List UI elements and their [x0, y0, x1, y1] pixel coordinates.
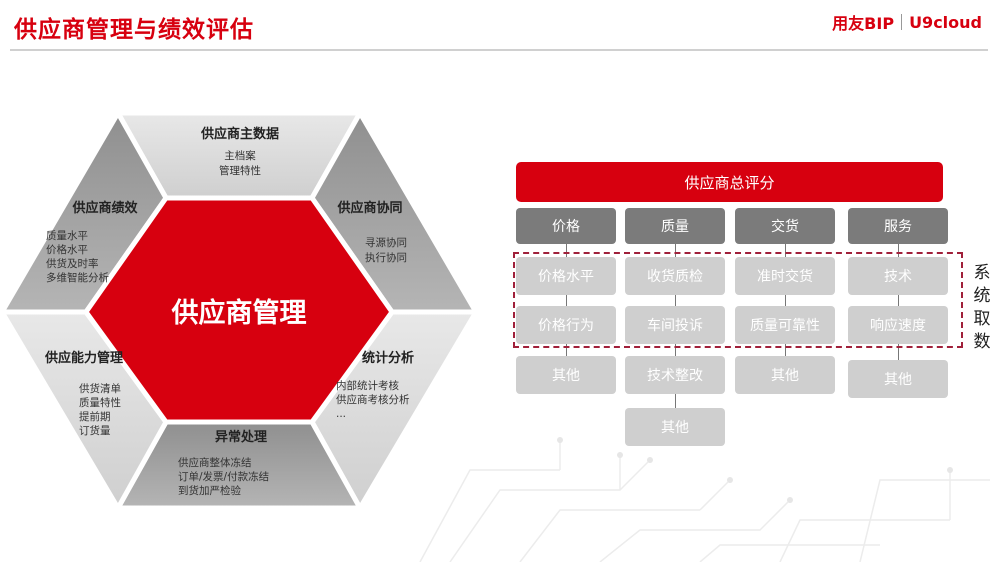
- item-technical-rectification: 技术整改: [625, 356, 725, 394]
- segment-item: 订单/发票/付款冻结: [178, 470, 269, 483]
- segment-item: 供应商考核分析: [336, 393, 410, 406]
- item-quality-reliability: 质量可靠性: [735, 306, 835, 344]
- brand-logo: 用友BIP U9cloud: [832, 12, 982, 34]
- segment-item: 质量特性: [79, 396, 121, 409]
- segment-item: 寻源协同: [365, 236, 407, 249]
- item-price-level: 价格水平: [516, 257, 616, 295]
- item-service-other: 其他: [848, 360, 948, 398]
- item-price-other: 其他: [516, 356, 616, 394]
- segment-item: 到货加严检验: [178, 484, 241, 497]
- segment-item: ...: [336, 408, 346, 420]
- segment-title-performance: 供应商绩效: [71, 200, 138, 216]
- item-quality-other: 其他: [625, 408, 725, 446]
- category-price: 价格: [516, 208, 616, 244]
- segment-item: 供货及时率: [46, 257, 99, 270]
- segment-item: 主档案: [224, 149, 256, 162]
- item-receiving-inspection: 收货质检: [625, 257, 725, 295]
- item-response-speed: 响应速度: [848, 306, 948, 344]
- segment-title-collab: 供应商协同: [336, 200, 402, 216]
- segment-title-master: 供应商主数据: [200, 126, 279, 142]
- item-workshop-complaint: 车间投诉: [625, 306, 725, 344]
- segment-item: 价格水平: [46, 243, 88, 256]
- item-price-behavior: 价格行为: [516, 306, 616, 344]
- segment-item: 质量水平: [46, 230, 88, 242]
- category-quality: 质量: [625, 208, 725, 244]
- item-on-time-delivery: 准时交货: [735, 257, 835, 295]
- segment-item: 供应商整体冻结: [178, 456, 252, 469]
- logo-product: U9cloud: [909, 12, 982, 32]
- item-technical: 技术: [848, 257, 948, 295]
- segment-item: 执行协同: [365, 251, 407, 264]
- category-service: 服务: [848, 208, 948, 244]
- page-title: 供应商管理与绩效评估: [14, 17, 254, 43]
- logo-divider: [901, 14, 903, 30]
- segment-title-capability: 供应能力管理: [44, 350, 123, 366]
- center-hexagon: [82, 195, 396, 425]
- center-label: 供应商管理: [171, 297, 307, 329]
- segment-item: 供货清单: [79, 382, 121, 395]
- item-delivery-other: 其他: [735, 356, 835, 394]
- segment-title-exception: 异常处理: [215, 429, 267, 445]
- segment-item: 提前期: [79, 410, 111, 423]
- segment-item: 管理特性: [219, 164, 261, 177]
- segment-item: 订货量: [79, 424, 111, 437]
- title-divider: [10, 49, 988, 51]
- system-data-region: [513, 252, 963, 348]
- system-data-label: 系 统 取 数: [973, 263, 991, 352]
- segment-item: 多维智能分析: [46, 271, 109, 284]
- segment-item: 内部统计考核: [336, 379, 399, 392]
- category-delivery: 交货: [735, 208, 835, 244]
- segment-title-stats: 统计分析: [362, 350, 414, 366]
- total-score-box: 供应商总评分: [516, 162, 943, 202]
- logo-brand: 用友BIP: [832, 14, 895, 33]
